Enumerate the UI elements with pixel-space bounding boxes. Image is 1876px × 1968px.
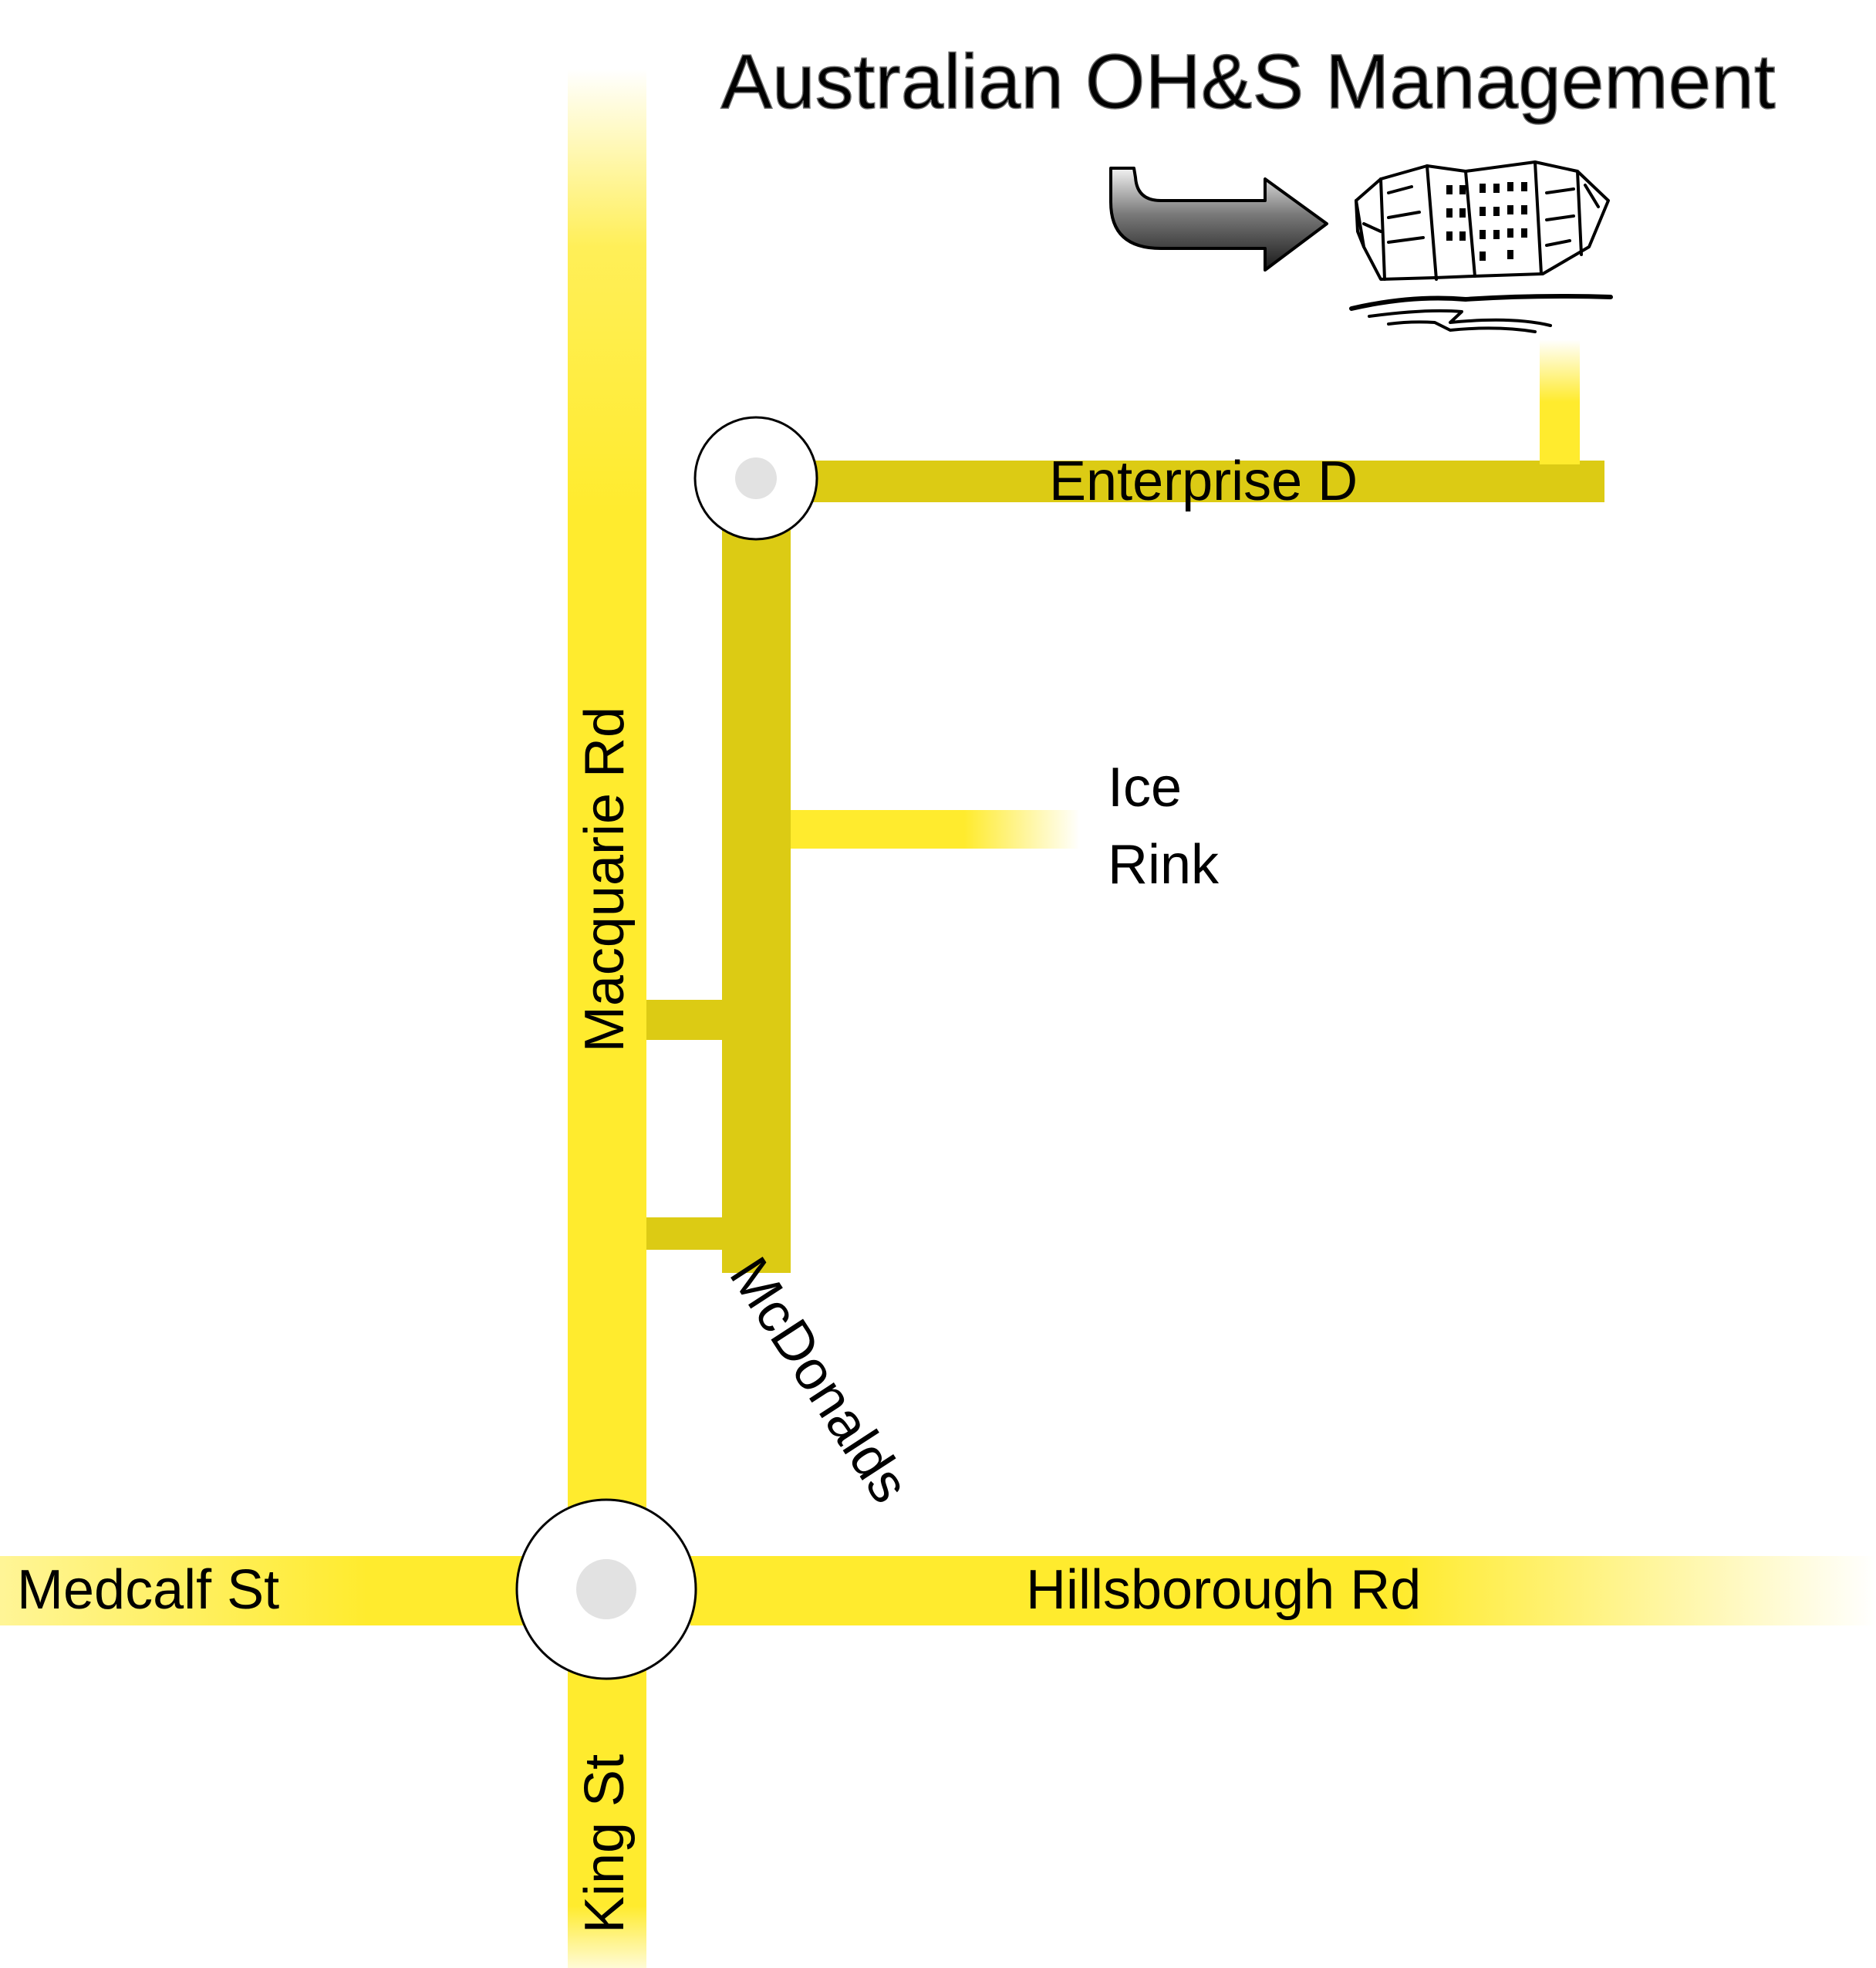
medcalf-st-road bbox=[0, 1556, 525, 1625]
macquarie-rd-road bbox=[568, 69, 646, 1551]
king-st-road bbox=[568, 1659, 646, 1968]
king-st-label: King St bbox=[574, 1754, 636, 1933]
service-road-vertical bbox=[722, 509, 791, 1273]
connector-road-lower bbox=[646, 1217, 724, 1250]
office-building-icon bbox=[1349, 160, 1613, 333]
enterprise-dr-road bbox=[771, 461, 1604, 502]
map-title: Australian OH&S Management bbox=[720, 39, 1776, 125]
macquarie-rd-label: Macquarie Rd bbox=[574, 707, 636, 1052]
curved-arrow-icon bbox=[1109, 167, 1328, 272]
connector-road-upper bbox=[646, 1000, 724, 1040]
roundabout-enterprise bbox=[693, 416, 818, 541]
medcalf-st-label: Medcalf St bbox=[17, 1559, 279, 1621]
office-driveway bbox=[1540, 339, 1580, 464]
ice-rink-road bbox=[791, 810, 1080, 849]
hillsborough-rd-label: Hillsborough Rd bbox=[1026, 1559, 1421, 1621]
enterprise-dr-label: Enterprise D bbox=[1049, 451, 1358, 512]
roundabout-main bbox=[515, 1498, 697, 1680]
hillsborough-rd-road bbox=[690, 1556, 1876, 1625]
mcdonalds-label: McDonalds bbox=[718, 1247, 921, 1514]
ice-rink-label-line2: Rink bbox=[1108, 834, 1220, 896]
ice-rink-label-line1: Ice bbox=[1108, 757, 1182, 819]
